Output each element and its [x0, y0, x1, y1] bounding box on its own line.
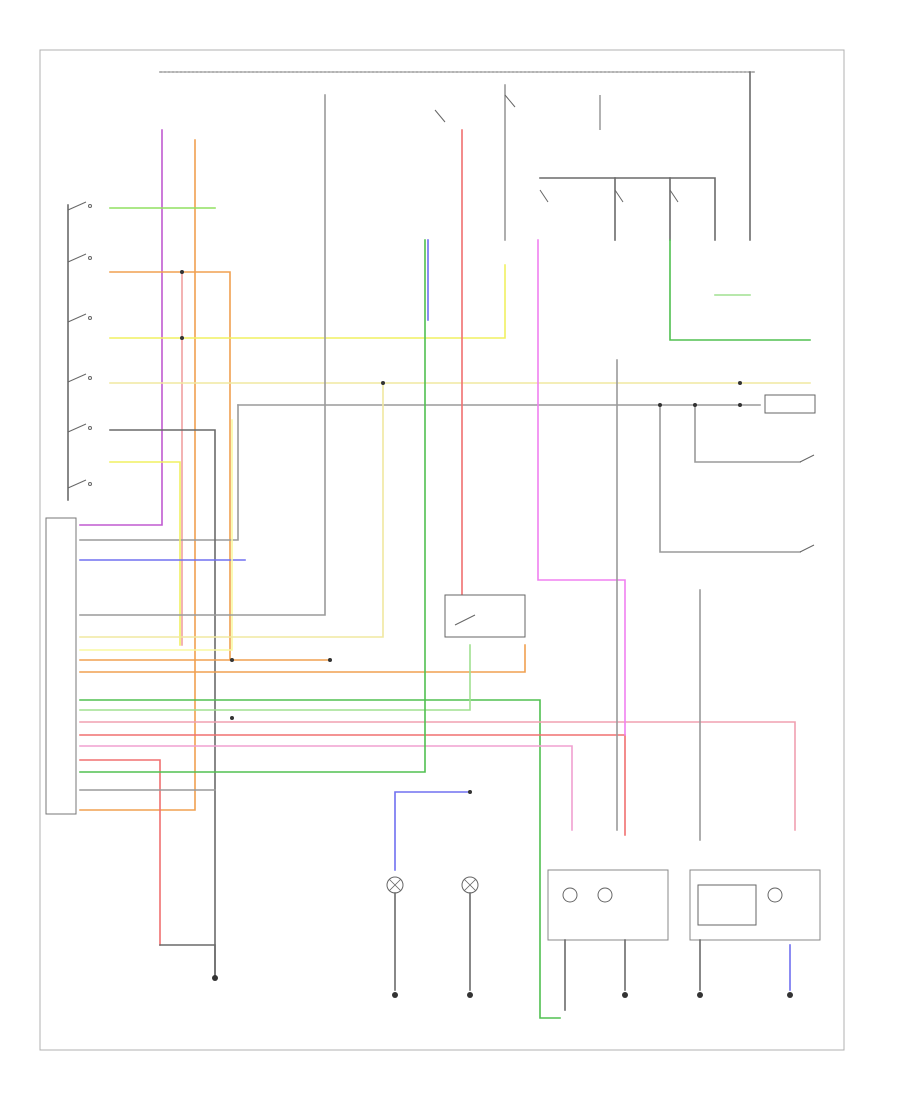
- wire-green-700: [79, 699, 561, 1019]
- ground-points-lower: [564, 939, 793, 1011]
- wire-darkgray-430: [109, 429, 216, 976]
- headlight-bulbs: [562, 887, 783, 903]
- wire-yellow-480: [79, 419, 233, 651]
- main-connector-block: [45, 517, 77, 815]
- lamp-left: [386, 876, 404, 998]
- wire-orange-672: [79, 644, 526, 673]
- wire-green-710: [79, 644, 471, 711]
- wire-orange-vertical: [79, 139, 196, 811]
- ground-left: [159, 944, 218, 981]
- headlight-right-inner: [697, 884, 757, 926]
- diagram-frame: [39, 49, 845, 1051]
- wire-orange-272: [109, 271, 231, 661]
- wire-green-right: [669, 239, 811, 341]
- wire-pink-746: [79, 745, 573, 831]
- wire-gray-660: [659, 404, 801, 553]
- wire-yellow-462: [109, 461, 181, 646]
- wire-red-760: [79, 759, 161, 946]
- relay-switches-top: [434, 94, 679, 203]
- wire-pink-long: [537, 239, 626, 736]
- headlight-left-box: [547, 869, 669, 941]
- switch-group-left: [67, 201, 92, 489]
- wire-lightyellow-637: [79, 382, 384, 638]
- junction-dots: [180, 270, 742, 794]
- switch-group-right: [764, 394, 816, 553]
- wire-blue-lower: [394, 791, 471, 871]
- wire-red-735: [79, 734, 626, 836]
- wire-pink-722: [79, 721, 796, 831]
- lamp-right: [461, 876, 479, 998]
- wire-green-772: [79, 239, 426, 773]
- wire-gray-695: [694, 404, 801, 463]
- wire-yellow-338: [109, 264, 506, 339]
- wire-purple: [79, 129, 163, 526]
- wire-gray-relay: [539, 177, 716, 241]
- relay-box-center: [444, 594, 526, 638]
- wire-gray-405-down: [79, 404, 239, 541]
- relay-switch: [454, 614, 476, 626]
- connector-pin-labels: [82, 523, 92, 803]
- wire-gray-615: [79, 94, 326, 616]
